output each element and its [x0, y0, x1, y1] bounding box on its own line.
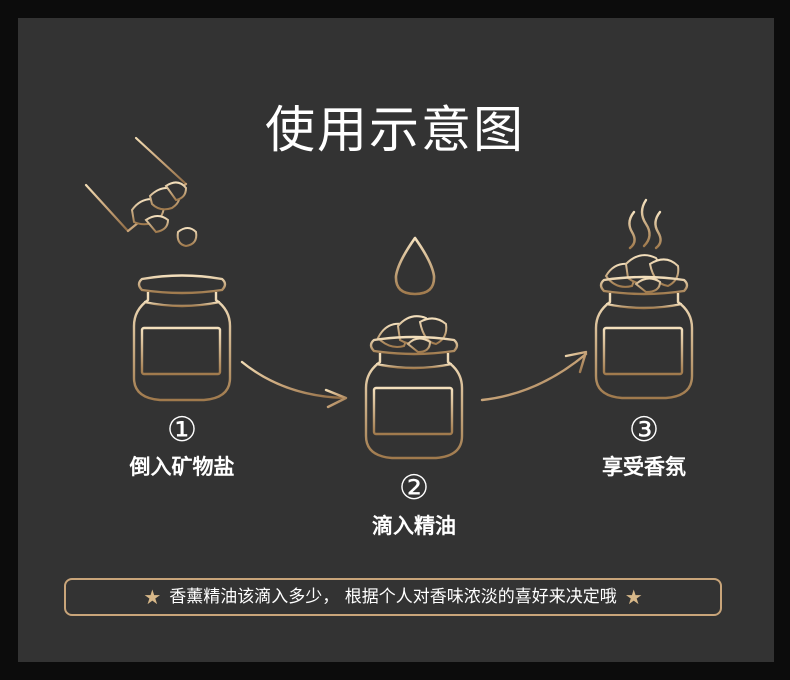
- arrow-1-icon: [240, 360, 348, 409]
- salt-crystals-icon: [130, 181, 198, 248]
- arrow-2-icon: [480, 350, 588, 402]
- step-1-number: ①: [166, 410, 198, 450]
- steam-icon: [628, 198, 662, 250]
- jar-2-salt-icon: [376, 315, 448, 354]
- tip-banner: ★ 香薰精油该滴入多少， 根据个人对香味浓淡的喜好来决定哦 ★: [64, 578, 722, 616]
- jar-3-salt-icon: [604, 254, 680, 294]
- step-3-label: 享受香氛: [602, 455, 686, 479]
- jar-3-icon: [594, 275, 694, 400]
- step-2-number: ②: [398, 468, 430, 508]
- tip-text: 香薰精油该滴入多少， 根据个人对香味浓淡的喜好来决定哦: [169, 587, 617, 607]
- star-icon: ★: [143, 585, 162, 609]
- jar-2-icon: [364, 335, 464, 460]
- jar-1-icon: [132, 274, 232, 402]
- page-title: 使用示意图: [265, 101, 525, 159]
- star-icon: ★: [624, 585, 643, 609]
- oil-drop-icon: [394, 236, 436, 296]
- step-1-label: 倒入矿物盐: [129, 455, 235, 479]
- step-3-number: ③: [628, 410, 660, 450]
- step-2-label: 滴入精油: [372, 514, 456, 538]
